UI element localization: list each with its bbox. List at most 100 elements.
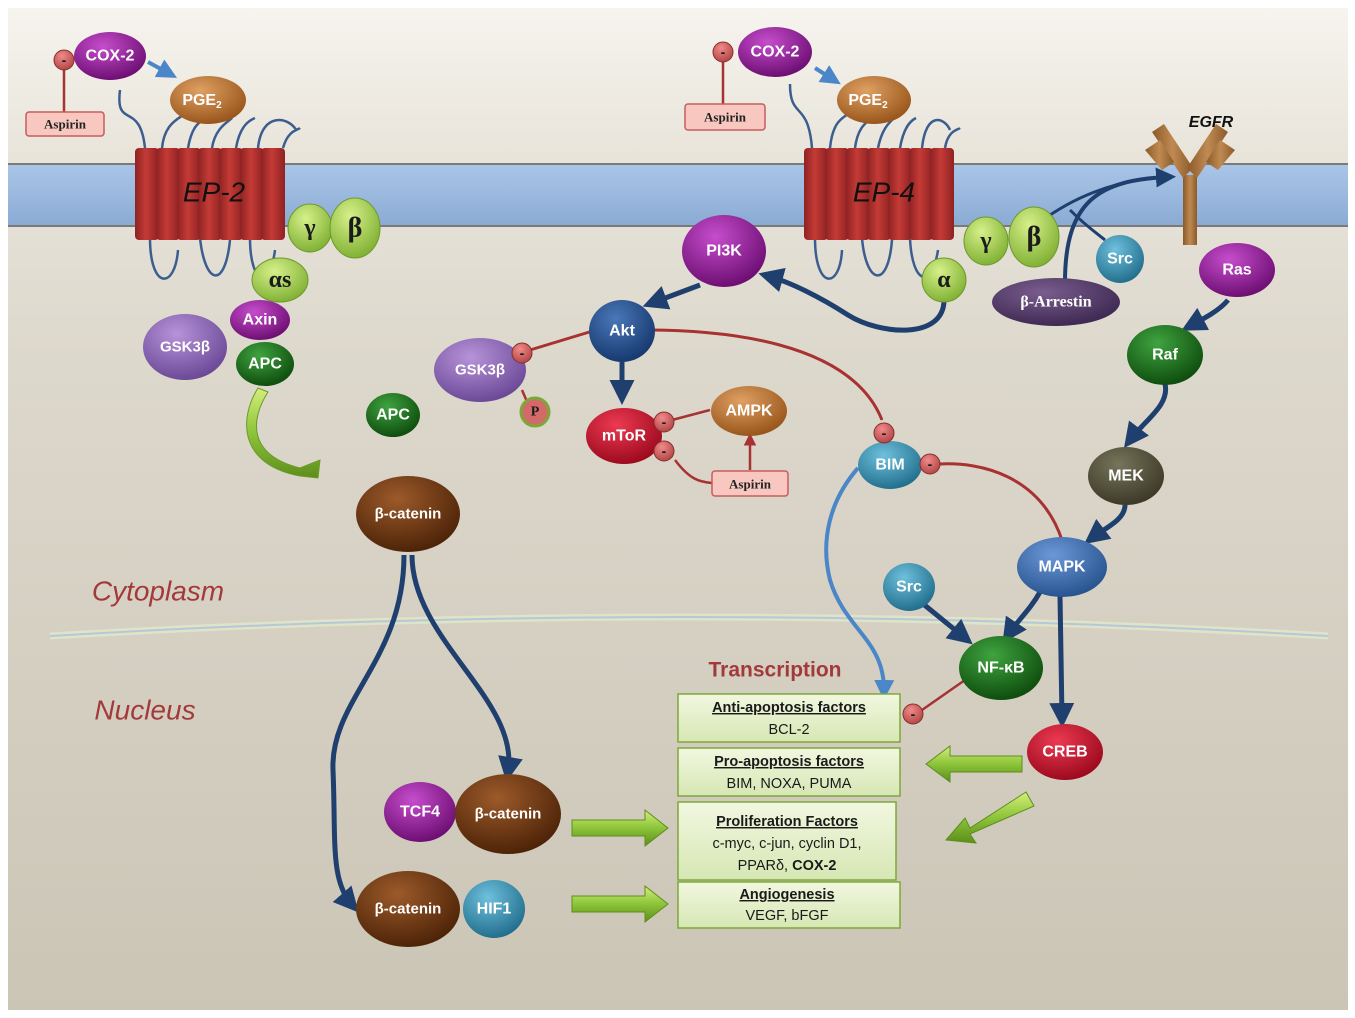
ampk-node (711, 386, 787, 436)
phospho-label: P (531, 405, 540, 420)
creb-to-proapoptosis-arrow (925, 745, 1023, 783)
ras-to-raf-arrow (1181, 298, 1230, 331)
pge2-label-left: PGE2 (182, 92, 222, 111)
aspirin-label-center: Aspirin (729, 477, 772, 492)
b-catenin-label-cytoplasm: β-catenin (375, 506, 442, 523)
angiogenesis-heading: Angiogenesis (739, 887, 834, 903)
hif1-label: HIF1 (477, 901, 512, 918)
aspirin-box-left (25, 111, 105, 137)
akt-label: Akt (609, 323, 635, 340)
inhibit-marker-antiapoptosis (902, 703, 924, 725)
b-catenin-node-tcf4 (455, 774, 561, 854)
inhibit-markers: - - - - - - - - (53, 41, 941, 725)
aspirin-box-right (684, 103, 766, 131)
mapk-to-creb-arrow (1049, 594, 1075, 728)
alpha-to-pi3k-arrow (758, 267, 947, 333)
gsk3b-label-left: GSK3β (160, 339, 210, 356)
inhibit-marker-mtor-aspirin (653, 440, 675, 462)
raf-node (1127, 325, 1203, 385)
inhibit-minus-cox2-left: - (62, 52, 67, 68)
hif1-node (463, 880, 525, 938)
src-link-arrow (1068, 208, 1106, 242)
mek-node (1088, 447, 1164, 505)
apc-label-complex: APC (248, 356, 282, 373)
mtor-node (586, 408, 662, 464)
inhibit-minus-bim-akt: - (882, 425, 887, 441)
cox2-node-right (738, 27, 812, 77)
inhibit-marker-cox2-right (712, 41, 734, 63)
beta-node-ep4 (1008, 206, 1060, 268)
pi3k-label: PI3K (706, 243, 742, 260)
egfr-receptor (1145, 124, 1235, 245)
axin-label: Axin (243, 312, 278, 329)
beta-arrestin-label: β-Arrestin (1020, 294, 1091, 311)
cytoplasm-label: Cytoplasm (92, 576, 224, 607)
transcription-title: Transcription (708, 659, 841, 682)
nfkb-label: NF-κB (977, 660, 1024, 677)
beta-arrestin-node (992, 278, 1120, 326)
ras-node (1199, 243, 1275, 297)
proliferation-heading: Proliferation Factors (716, 814, 858, 830)
apc-release-arrow (246, 387, 321, 479)
ampk-label: AMPK (725, 403, 773, 420)
antiapoptosis-items: BCL-2 (768, 722, 809, 738)
ep2-receptor (118, 89, 301, 280)
aspirin-mtor-inhibit-line (674, 459, 713, 485)
aspirin-label-left: Aspirin (44, 117, 87, 132)
proapoptosis-heading: Pro-apoptosis factors (714, 754, 864, 770)
akt-inhibits-gsk3b-line (529, 328, 597, 352)
creb-label: CREB (1042, 744, 1087, 761)
apc-node-free (366, 393, 420, 437)
inhibit-minus-antiapoptosis: - (911, 706, 916, 722)
proliferation-items-2: PPARδ, COX-2 (738, 858, 837, 874)
raf-to-mek-arrow (1123, 383, 1169, 448)
tcf4-to-proliferation-arrow (571, 808, 669, 848)
angiogenesis-box: Angiogenesis VEGF, bFGF (677, 881, 901, 929)
alpha-label: α (937, 267, 951, 293)
antiapoptosis-box: Anti-apoptosis factors BCL-2 (677, 693, 901, 743)
mapk-label: MAPK (1038, 559, 1086, 576)
axin-node (230, 300, 290, 340)
inhibit-marker-mtor-ampk (653, 411, 675, 433)
alpha-s-label: αs (269, 267, 292, 293)
akt-node (589, 300, 655, 362)
bim-to-antiapoptosis-arrow (824, 466, 895, 700)
mtor-label: mToR (602, 428, 647, 445)
inhibit-marker-bim-mapk (919, 453, 941, 475)
pge2-label-right: PGE2 (848, 92, 888, 111)
apc-label-free: APC (376, 407, 410, 424)
src-label-lower: Src (896, 579, 922, 596)
apc-node-complex (236, 342, 294, 386)
inhibit-minus-mtor-aspirin: - (662, 443, 667, 459)
angiogenesis-items: VEGF, bFGF (746, 908, 829, 924)
pge2-node-left (170, 76, 246, 124)
egfr-label: EGFR (1189, 114, 1234, 131)
ampk-mtor-inhibit-line (671, 408, 711, 422)
mapk-inhibits-bim-line (939, 462, 1064, 541)
inhibit-marker-cox2-left (53, 49, 75, 71)
src-node-top (1096, 235, 1144, 283)
beta-label-ep4: β (1027, 222, 1042, 253)
mek-label: MEK (1108, 468, 1144, 485)
inhibit-minus-bim-mapk: - (928, 456, 933, 472)
ep4-label: EP-4 (853, 177, 915, 208)
b-catenin-node-cytoplasm (356, 476, 460, 552)
bim-label: BIM (875, 457, 904, 474)
catenin-to-tcf4-arrow (409, 554, 523, 782)
cox2-to-pge2-arrow-left (147, 59, 178, 78)
nucleus-label: Nucleus (94, 695, 195, 726)
beta-label-ep2: β (348, 213, 363, 244)
cox2-node-left (74, 32, 146, 80)
ep2-label: EP-2 (183, 177, 246, 208)
proapoptosis-box: Pro-apoptosis factors BIM, NOXA, PUMA (677, 747, 901, 797)
inhibit-minus-mtor-ampk: - (662, 414, 667, 430)
nuclear-envelope-edge (49, 616, 1329, 637)
ras-label: Ras (1222, 262, 1251, 279)
pge2-node-right (837, 76, 911, 124)
tcf4-node (384, 782, 456, 842)
b-catenin-node-hif1 (356, 871, 460, 947)
mapk-to-nfkb-arrow (1002, 590, 1043, 644)
inhibit-minus-cox2-right: - (721, 44, 726, 60)
